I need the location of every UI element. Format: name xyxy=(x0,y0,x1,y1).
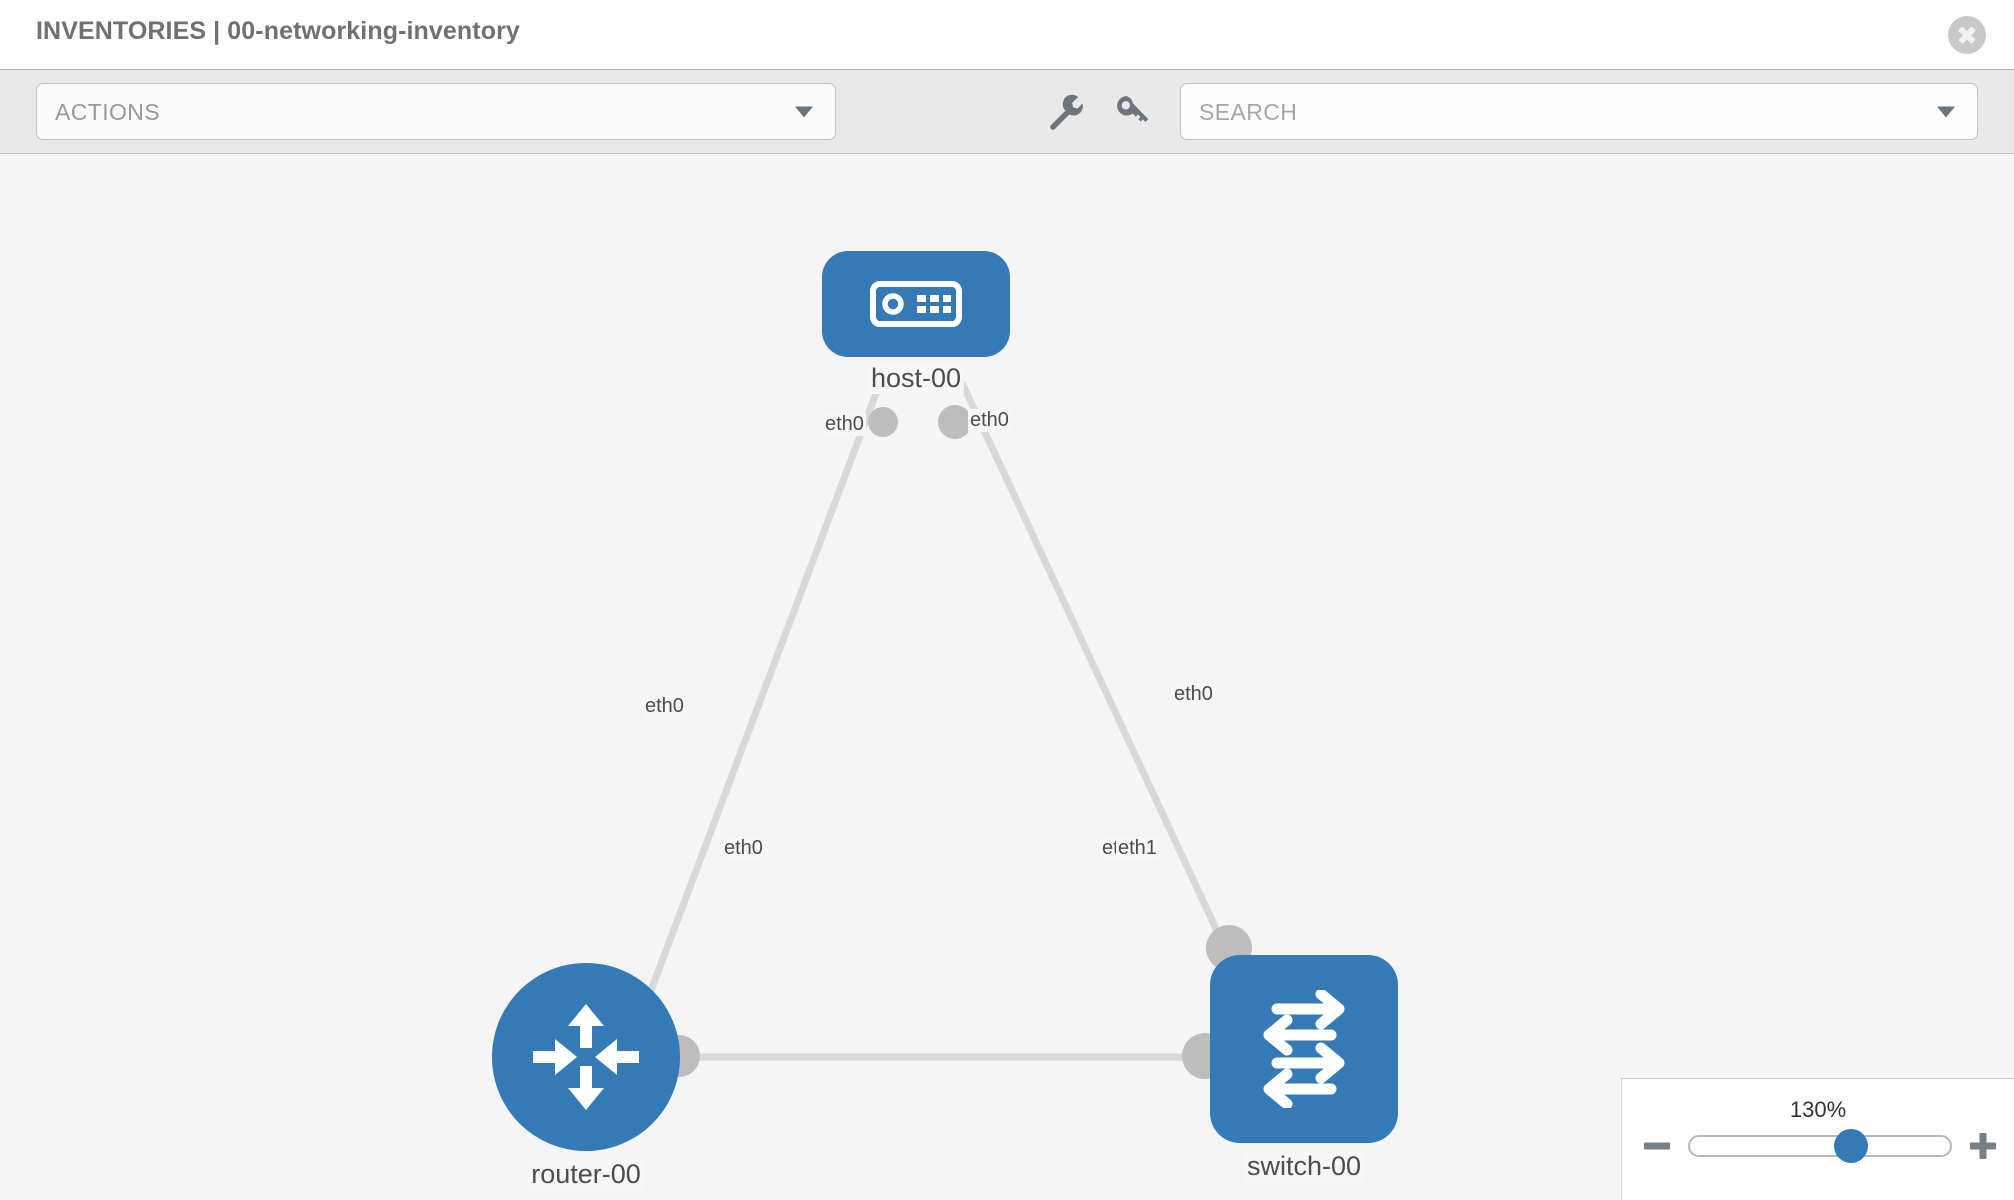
topology-links xyxy=(646,381,1236,1061)
switch-icon xyxy=(1245,990,1363,1108)
toolbar: ACTIONS SEARCH xyxy=(0,70,2014,154)
node-shape-host xyxy=(822,251,1010,357)
chevron-down-icon[interactable] xyxy=(1937,106,1955,117)
page-header: INVENTORIES | 00-networking-inventory xyxy=(0,0,2014,70)
link-host-switch xyxy=(958,381,1236,965)
iface-label-router-right: eth0 xyxy=(722,837,765,860)
zoom-slider[interactable] xyxy=(1688,1129,1952,1163)
node-shape-router xyxy=(492,963,680,1151)
actions-dropdown-label: ACTIONS xyxy=(55,99,161,125)
zoom-slider-handle[interactable] xyxy=(1834,1129,1869,1163)
node-label-host: host-00 xyxy=(867,363,965,395)
actions-dropdown[interactable]: ACTIONS xyxy=(36,83,836,140)
iface-label-switch-uplink: eth0 xyxy=(1172,683,1215,706)
topology-node-switch[interactable]: switch-00 xyxy=(1210,955,1398,1183)
page-title: INVENTORIES | 00-networking-inventory xyxy=(36,17,520,45)
router-icon xyxy=(527,998,645,1116)
search-placeholder: SEARCH xyxy=(1199,99,1298,125)
iface-label-router-uplink: eth0 xyxy=(643,695,686,718)
link-host-router xyxy=(646,381,884,995)
iface-label-switch-left-b: eth1 xyxy=(1116,837,1159,860)
iface-label-host-right: eth0 xyxy=(968,409,1011,432)
topology-node-host[interactable]: host-00 xyxy=(822,251,1010,395)
search-input[interactable]: SEARCH xyxy=(1180,83,1978,140)
zoom-control-panel: 130% xyxy=(1621,1078,2014,1200)
node-label-router: router-00 xyxy=(528,1159,644,1191)
topology-node-router[interactable]: router-00 xyxy=(492,963,680,1191)
interface-nub-host-left[interactable] xyxy=(868,407,898,437)
key-icon[interactable] xyxy=(1113,92,1153,132)
chevron-down-icon xyxy=(795,106,813,117)
close-icon[interactable] xyxy=(1948,16,1986,54)
node-label-switch: switch-00 xyxy=(1243,1151,1365,1183)
wrench-icon[interactable] xyxy=(1045,92,1085,132)
interface-nub-host-right[interactable] xyxy=(938,405,972,439)
zoom-in-button[interactable] xyxy=(1968,1131,1998,1161)
iface-label-host-left: eth0 xyxy=(823,413,866,436)
zoom-out-button[interactable] xyxy=(1642,1131,1672,1161)
node-shape-switch xyxy=(1210,955,1398,1143)
server-icon xyxy=(870,281,962,327)
zoom-level-value: 130% xyxy=(1789,1097,1847,1122)
topology-canvas[interactable]: host-00 xyxy=(0,155,2014,1200)
